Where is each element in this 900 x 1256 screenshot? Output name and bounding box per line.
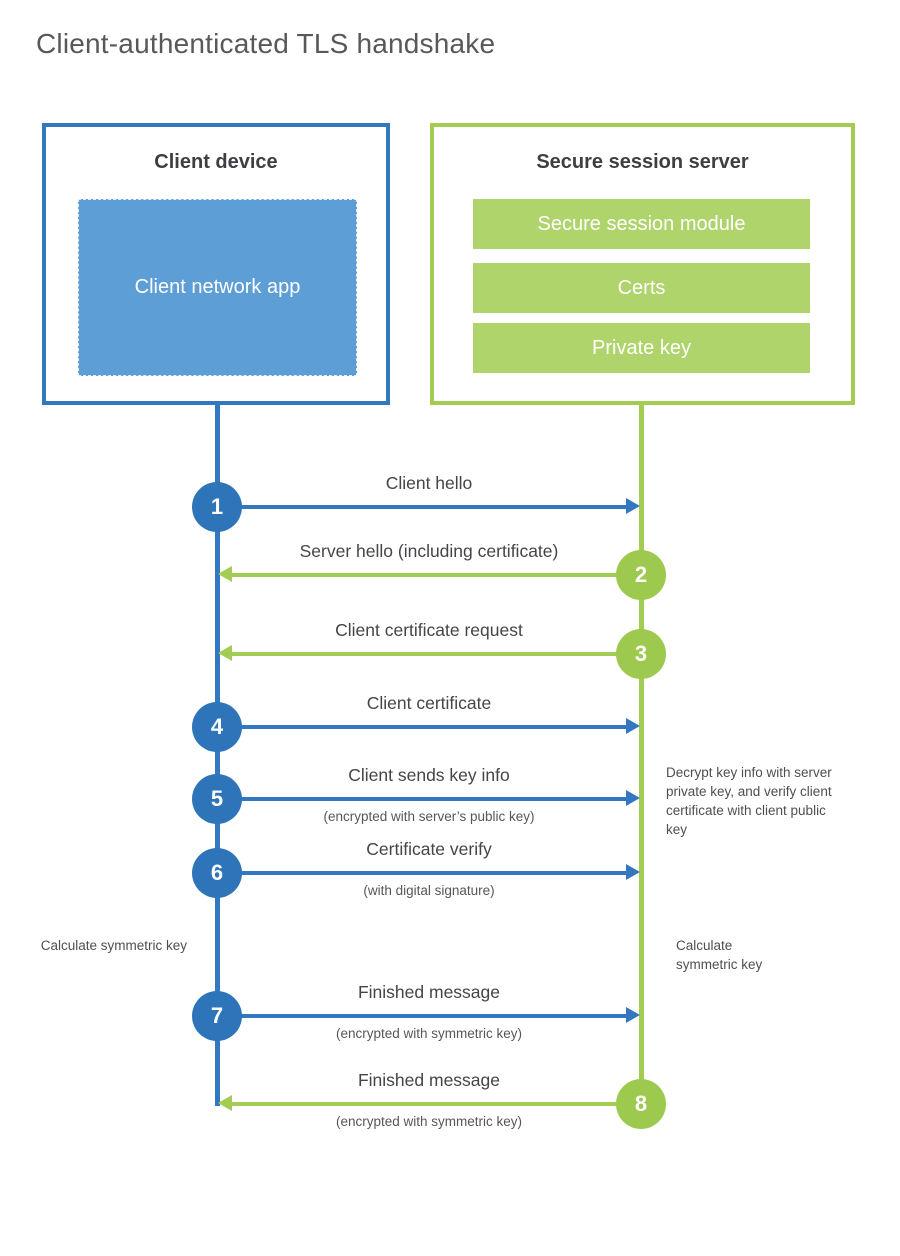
step-8-sublabel: (encrypted with symmetric key): [335, 1114, 523, 1129]
step-7-label: Finished message: [357, 982, 501, 1002]
server-lifeline: [639, 404, 644, 1105]
step-3-arrowhead-left-icon: [218, 645, 232, 661]
step-2-label: Server hello (including certificate): [299, 541, 559, 561]
step-1-badge: 1: [192, 482, 242, 532]
client-device-box: Client device Client network app: [42, 123, 390, 405]
step-2-arrow: [232, 573, 618, 577]
step-4-arrowhead-right-icon: [626, 718, 640, 734]
step-8-badge: 8: [616, 1079, 666, 1129]
step-2-badge: 2: [616, 550, 666, 600]
client-lifeline: [215, 404, 220, 1106]
secure-session-server-title: Secure session server: [536, 151, 749, 173]
decrypt-key-note: Decrypt key info with server private key…: [666, 765, 832, 837]
step-3-label: Client certificate request: [335, 620, 523, 640]
server-module-secure-session: Secure session module: [473, 199, 810, 249]
step-5-label: Client sends key info: [348, 765, 510, 785]
server-module-private-key: Private key: [473, 323, 810, 373]
server-module-certs: Certs: [473, 263, 810, 313]
step-4-badge: 4: [192, 702, 242, 752]
client-device-title: Client device: [154, 151, 278, 173]
step-8-arrow: [232, 1102, 618, 1106]
step-1-label: Client hello: [385, 473, 473, 493]
step-3-badge: 3: [616, 629, 666, 679]
step-7-badge: 7: [192, 991, 242, 1041]
step-5-sublabel: (encrypted with server’s public key): [323, 809, 535, 824]
step-6-arrow: [240, 871, 626, 875]
step-6-arrowhead-right-icon: [626, 864, 640, 880]
step-1-arrow: [240, 505, 626, 509]
step-8-arrowhead-left-icon: [218, 1095, 232, 1111]
step-4-arrow: [240, 725, 626, 729]
step-5-badge: 5: [192, 774, 242, 824]
step-1-arrowhead-right-icon: [626, 498, 640, 514]
client-network-app-rect: Client network app: [78, 199, 357, 376]
step-7-arrowhead-right-icon: [626, 1007, 640, 1023]
step-5-arrowhead-right-icon: [626, 790, 640, 806]
step-5-arrow: [240, 797, 626, 801]
step-4-label: Client certificate: [366, 693, 492, 713]
calculate-symmetric-key-server: Calculate symmetric key: [676, 938, 763, 972]
step-6-label: Certificate verify: [366, 839, 492, 859]
step-6-badge: 6: [192, 848, 242, 898]
page-title: Client-authenticated TLS handshake: [36, 28, 496, 59]
step-7-arrow: [240, 1014, 626, 1018]
step-7-sublabel: (encrypted with symmetric key): [335, 1026, 523, 1041]
step-3-arrow: [232, 652, 618, 656]
calculate-symmetric-key-client: Calculate symmetric key: [40, 938, 187, 953]
secure-session-server-box: Secure session server Secure session mod…: [430, 123, 855, 405]
step-6-sublabel: (with digital signature): [363, 883, 495, 898]
step-2-arrowhead-left-icon: [218, 566, 232, 582]
client-network-app-label: Client network app: [134, 276, 301, 298]
step-8-label: Finished message: [357, 1070, 501, 1090]
